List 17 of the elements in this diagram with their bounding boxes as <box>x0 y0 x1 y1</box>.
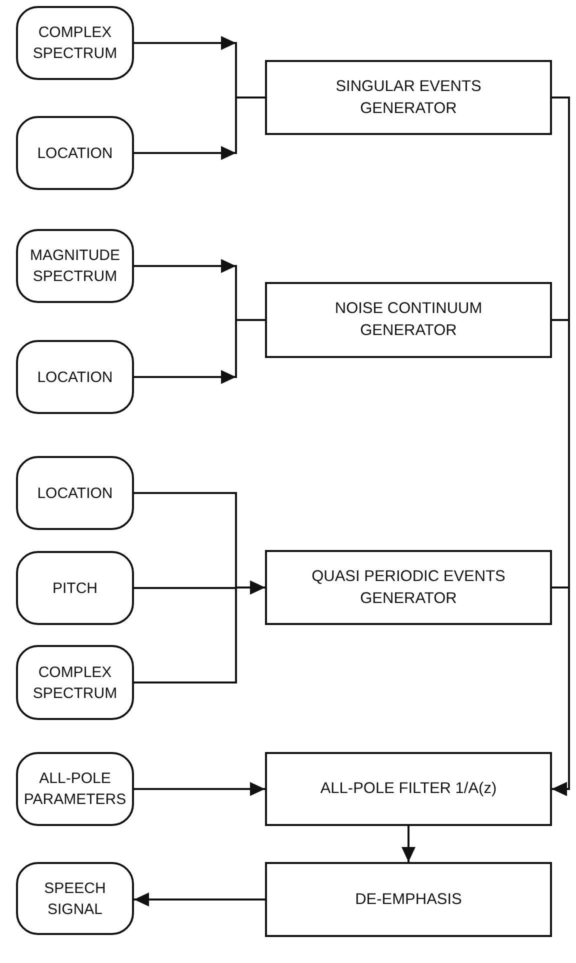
process-box: DE-EMPHASIS <box>265 862 552 937</box>
terminal-box: LOCATION <box>16 456 134 530</box>
process-box: SINGULAR EVENTS GENERATOR <box>265 60 552 135</box>
arrow <box>134 782 265 796</box>
terminal-box: COMPLEX SPECTRUM <box>16 645 134 720</box>
arrow <box>402 826 416 862</box>
process-box: QUASI PERIODIC EVENTS GENERATOR <box>265 550 552 625</box>
terminal-box: ALL-POLE PARAMETERS <box>16 752 134 826</box>
arrow <box>134 892 265 906</box>
terminal-box: MAGNITUDE SPECTRUM <box>16 229 134 303</box>
process-box: NOISE CONTINUUM GENERATOR <box>265 282 552 358</box>
terminal-box: SPEECH SIGNAL <box>16 862 134 935</box>
process-box: ALL-POLE FILTER 1/A(z) <box>265 752 552 826</box>
terminal-box: LOCATION <box>16 340 134 414</box>
terminal-box: LOCATION <box>16 116 134 190</box>
terminal-box: COMPLEX SPECTRUM <box>16 6 134 80</box>
terminal-box: PITCH <box>16 551 134 625</box>
